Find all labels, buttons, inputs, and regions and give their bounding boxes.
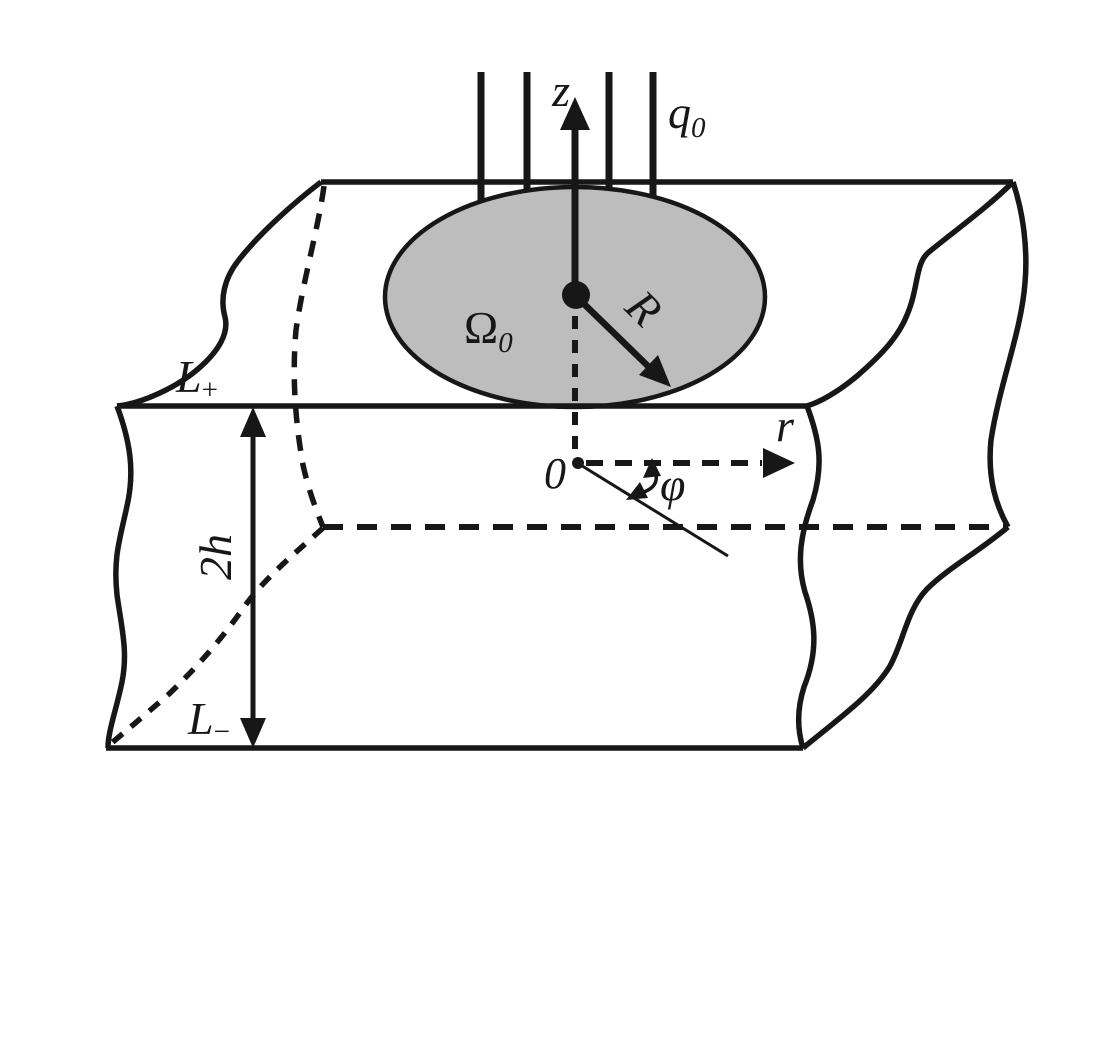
origin-point xyxy=(572,457,584,469)
top-left-wavy-edge xyxy=(116,179,323,409)
front-right-wavy-edge xyxy=(795,405,822,749)
region-label: Ω0 xyxy=(464,302,513,359)
phi-arc-upper-arrowhead-icon xyxy=(643,458,661,478)
radius-arrowhead-icon xyxy=(639,355,671,387)
region-center-point xyxy=(562,281,590,309)
z-axis-label: z xyxy=(551,65,570,116)
top-right-wavy-edge xyxy=(806,180,1015,409)
back-right-wavy-edge xyxy=(987,181,1029,529)
hidden-bottom-left-edge xyxy=(106,525,325,749)
z-axis-arrowhead-icon xyxy=(560,97,590,130)
geometry-strokes xyxy=(105,72,1029,751)
radius-arrow-line xyxy=(580,300,655,373)
bottom-right-wavy-edge xyxy=(801,524,1010,751)
thickness-lower-arrowhead-icon xyxy=(240,718,266,748)
r-axis-arrowhead-icon xyxy=(763,448,795,478)
polar-ray-line xyxy=(578,462,729,558)
heat-flux-label: q0 xyxy=(668,87,706,144)
r-axis-label: r xyxy=(776,400,795,451)
top-boundary-label: L+ xyxy=(175,351,218,406)
thickness-label: 2h xyxy=(190,534,241,580)
front-left-wavy-edge xyxy=(105,405,134,749)
bottom-boundary-label: L− xyxy=(187,693,230,748)
geometry-fills xyxy=(240,97,795,748)
phi-arc-lower-arrowhead-icon xyxy=(626,482,648,500)
thickness-upper-arrowhead-icon xyxy=(240,407,266,437)
origin-label: 0 xyxy=(544,449,566,498)
phi-angle-label: φ xyxy=(660,459,685,510)
hidden-back-left-edge xyxy=(291,185,327,529)
